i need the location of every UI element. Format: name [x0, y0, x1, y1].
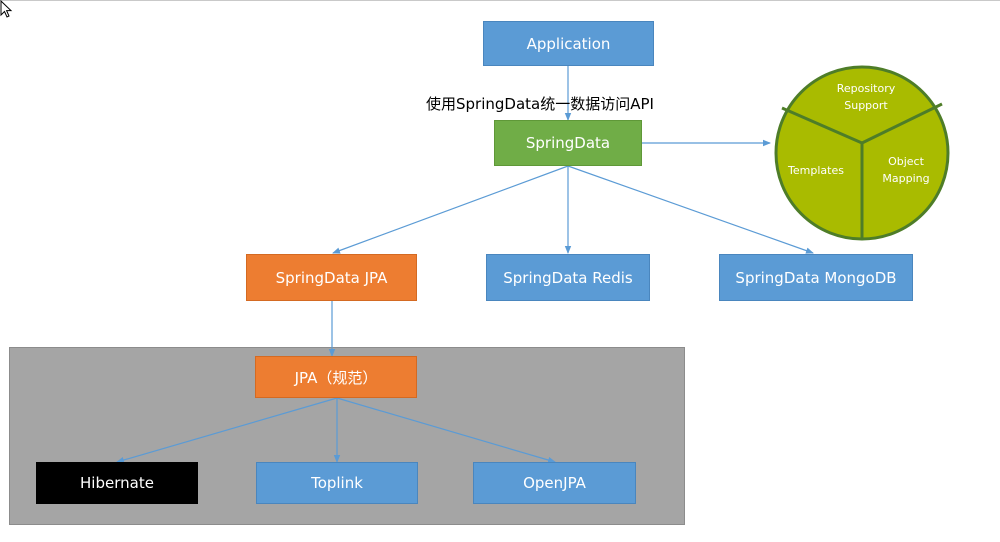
unified-api-caption: 使用SpringData统一数据访问API: [426, 95, 654, 113]
springdata-redis-box: SpringData Redis: [486, 254, 650, 301]
mouse-pointer-icon: [0, 0, 13, 18]
arrow-jpa-spec-to-hibernate: [116, 397, 338, 464]
pie-divider-right: [861, 102, 943, 145]
arrow-springdata-to-jpa: [332, 165, 569, 254]
pie-label-mapping: Mapping: [882, 172, 930, 185]
springdata-box: SpringData: [494, 120, 642, 166]
arrow-springdata-to-mongodb: [567, 165, 814, 254]
hibernate-box: Hibernate: [36, 462, 198, 504]
pie-label-support: Support: [844, 99, 888, 112]
top-border-line: [0, 0, 1000, 1]
pie-label-object: Object: [888, 155, 924, 168]
application-box: Application: [483, 21, 654, 66]
pie-label-object-mapping: Object Mapping: [862, 153, 950, 187]
pie-label-templates: Templates: [788, 164, 844, 177]
pie-divider-left: [781, 106, 863, 145]
openjpa-box: OpenJPA: [473, 462, 636, 504]
pie-label-repository: Repository: [836, 82, 896, 95]
arrow-jpa-spec-to-openjpa: [336, 397, 556, 464]
springdata-jpa-box: SpringData JPA: [246, 254, 417, 301]
spring-modules-pie: [774, 65, 950, 241]
pie-label-repository-support: Repository Support: [816, 80, 916, 114]
springdata-mongodb-box: SpringData MongoDB: [719, 254, 913, 301]
jpa-spec-box: JPA（规范）: [255, 356, 417, 398]
toplink-box: Toplink: [256, 462, 418, 504]
